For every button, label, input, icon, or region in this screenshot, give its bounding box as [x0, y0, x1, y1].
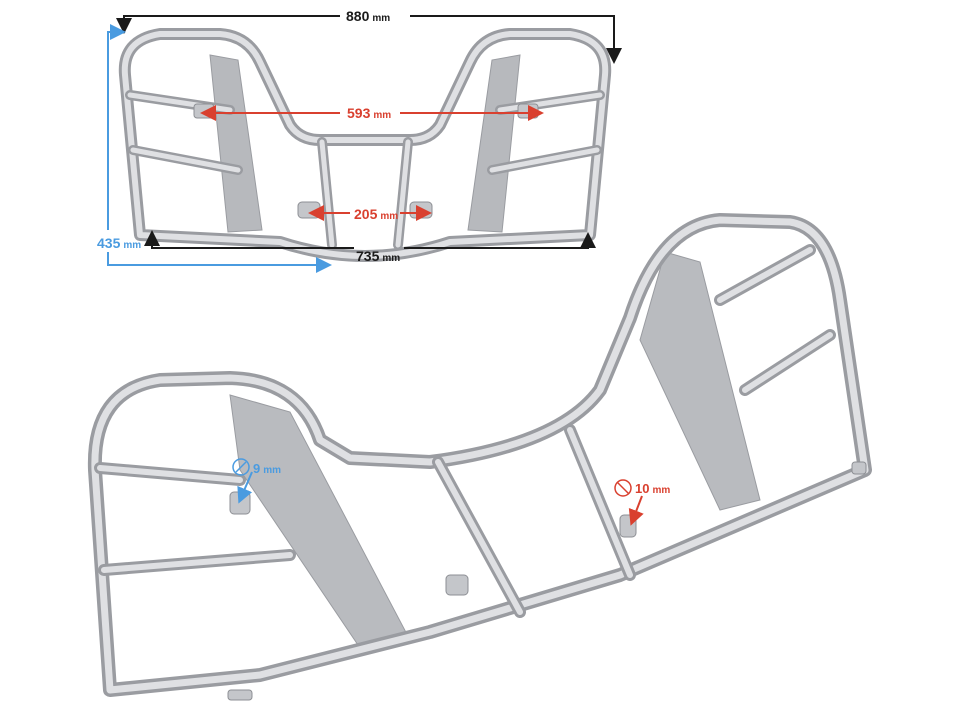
height-value: 435: [97, 235, 121, 251]
dim-base-width-lines: [144, 230, 596, 249]
overall-width-value: 880: [346, 8, 370, 24]
overall-width-unit: mm: [372, 13, 391, 24]
base-width-unit: mm: [382, 253, 401, 264]
hole-right-unit: mm: [652, 485, 671, 496]
front-mount-width-value: 205: [354, 206, 378, 222]
inner-mount-width-unit: mm: [373, 110, 392, 121]
rack-isometric-view: [87, 213, 872, 701]
rack-front-view: [118, 28, 612, 262]
height-unit: mm: [123, 240, 142, 251]
hole-left-value: 9: [253, 461, 261, 476]
hole-left-unit: mm: [263, 465, 282, 476]
dim-hole-left-marker: [232, 458, 253, 504]
dim-hole-right-marker: [614, 479, 644, 526]
base-width-value: 735: [356, 248, 380, 264]
front-mount-width-unit: mm: [380, 211, 399, 222]
dim-height-lines: [107, 24, 332, 273]
inner-mount-width-value: 593: [347, 105, 371, 121]
hole-right-value: 10: [635, 481, 650, 496]
